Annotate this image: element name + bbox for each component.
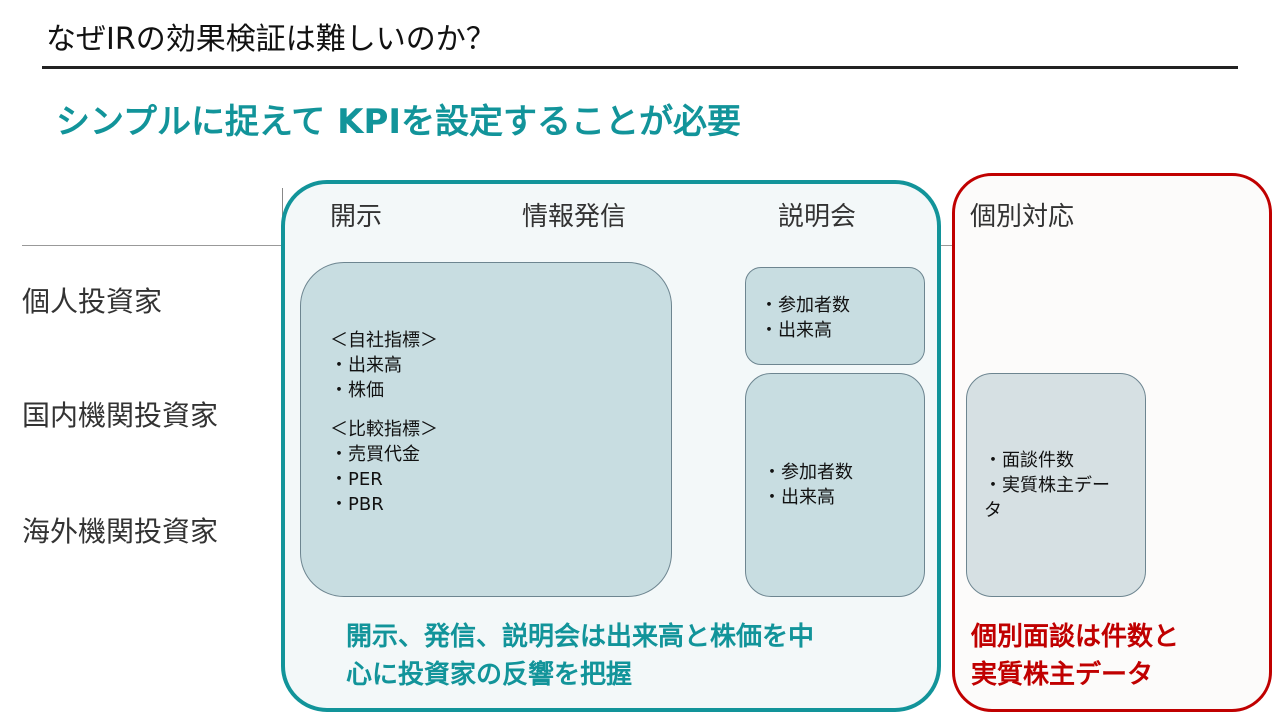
caption-line: 個別面談は件数と — [971, 622, 1180, 652]
individual-summary-caption: 個別面談は件数と 実質株主データ — [971, 618, 1251, 694]
caption-line: 開示、発信、説明会は出来高と株価を中 — [346, 622, 815, 652]
comparison-metric-item: ・PER — [330, 469, 383, 490]
briefing-kpi-text-retail: ・参加者数 ・出来高 — [760, 293, 850, 343]
individual-kpi-box — [966, 373, 1146, 597]
briefing-kpi-item: ・参加者数 — [763, 462, 853, 483]
individual-kpi-line: ・実質株主デー — [984, 475, 1110, 496]
disclosure-summary-caption: 開示、発信、説明会は出来高と株価を中 心に投資家の反響を把握 — [346, 618, 906, 694]
briefing-kpi-box-retail — [745, 267, 925, 365]
title-divider — [42, 66, 1238, 69]
caption-line: 心に投資家の反響を把握 — [346, 660, 633, 690]
page-title: なぜIRの効果検証は難しいのか？ — [46, 22, 496, 57]
caption-line: 実質株主データ — [971, 660, 1154, 690]
briefing-kpi-box-institutional — [745, 373, 925, 597]
briefing-kpi-item: ・参加者数 — [760, 295, 850, 316]
individual-kpi-line: タ — [984, 500, 1002, 521]
briefing-kpi-item: ・出来高 — [763, 487, 835, 508]
briefing-kpi-text-institutional: ・参加者数 ・出来高 — [763, 460, 853, 510]
row-header-overseas: 海外機関投資家 — [22, 515, 219, 548]
column-header-info: 情報発信 — [522, 202, 627, 232]
row-header-domestic: 国内機関投資家 — [22, 399, 219, 432]
comparison-metric-item: ・売買代金 — [330, 444, 420, 465]
individual-kpi-line: ・面談件数 — [984, 450, 1074, 471]
column-header-disclosure: 開示 — [330, 202, 383, 232]
own-metric-item: ・出来高 — [330, 355, 402, 376]
own-metric-item: ・株価 — [330, 380, 384, 401]
disclosure-kpi-text: ＜自社指標＞ ・出来高 ・株価 ＜比較指標＞ ・売買代金 ・PER ・PBR — [330, 328, 438, 517]
column-header-individual: 個別対応 — [970, 202, 1075, 232]
own-metrics-header: ＜自社指標＞ — [330, 330, 438, 351]
individual-kpi-text: ・面談件数 ・実質株主デー タ — [984, 448, 1110, 523]
briefing-kpi-item: ・出来高 — [760, 320, 832, 341]
page-subtitle: シンプルに捉えて KPIを設定することが必要 — [56, 102, 742, 142]
comparison-metrics-header: ＜比較指標＞ — [330, 419, 438, 440]
column-header-briefing: 説明会 — [778, 202, 857, 232]
row-header-retail: 個人投資家 — [22, 285, 163, 318]
comparison-metric-item: ・PBR — [330, 494, 384, 515]
disclosure-kpi-box — [300, 262, 672, 597]
